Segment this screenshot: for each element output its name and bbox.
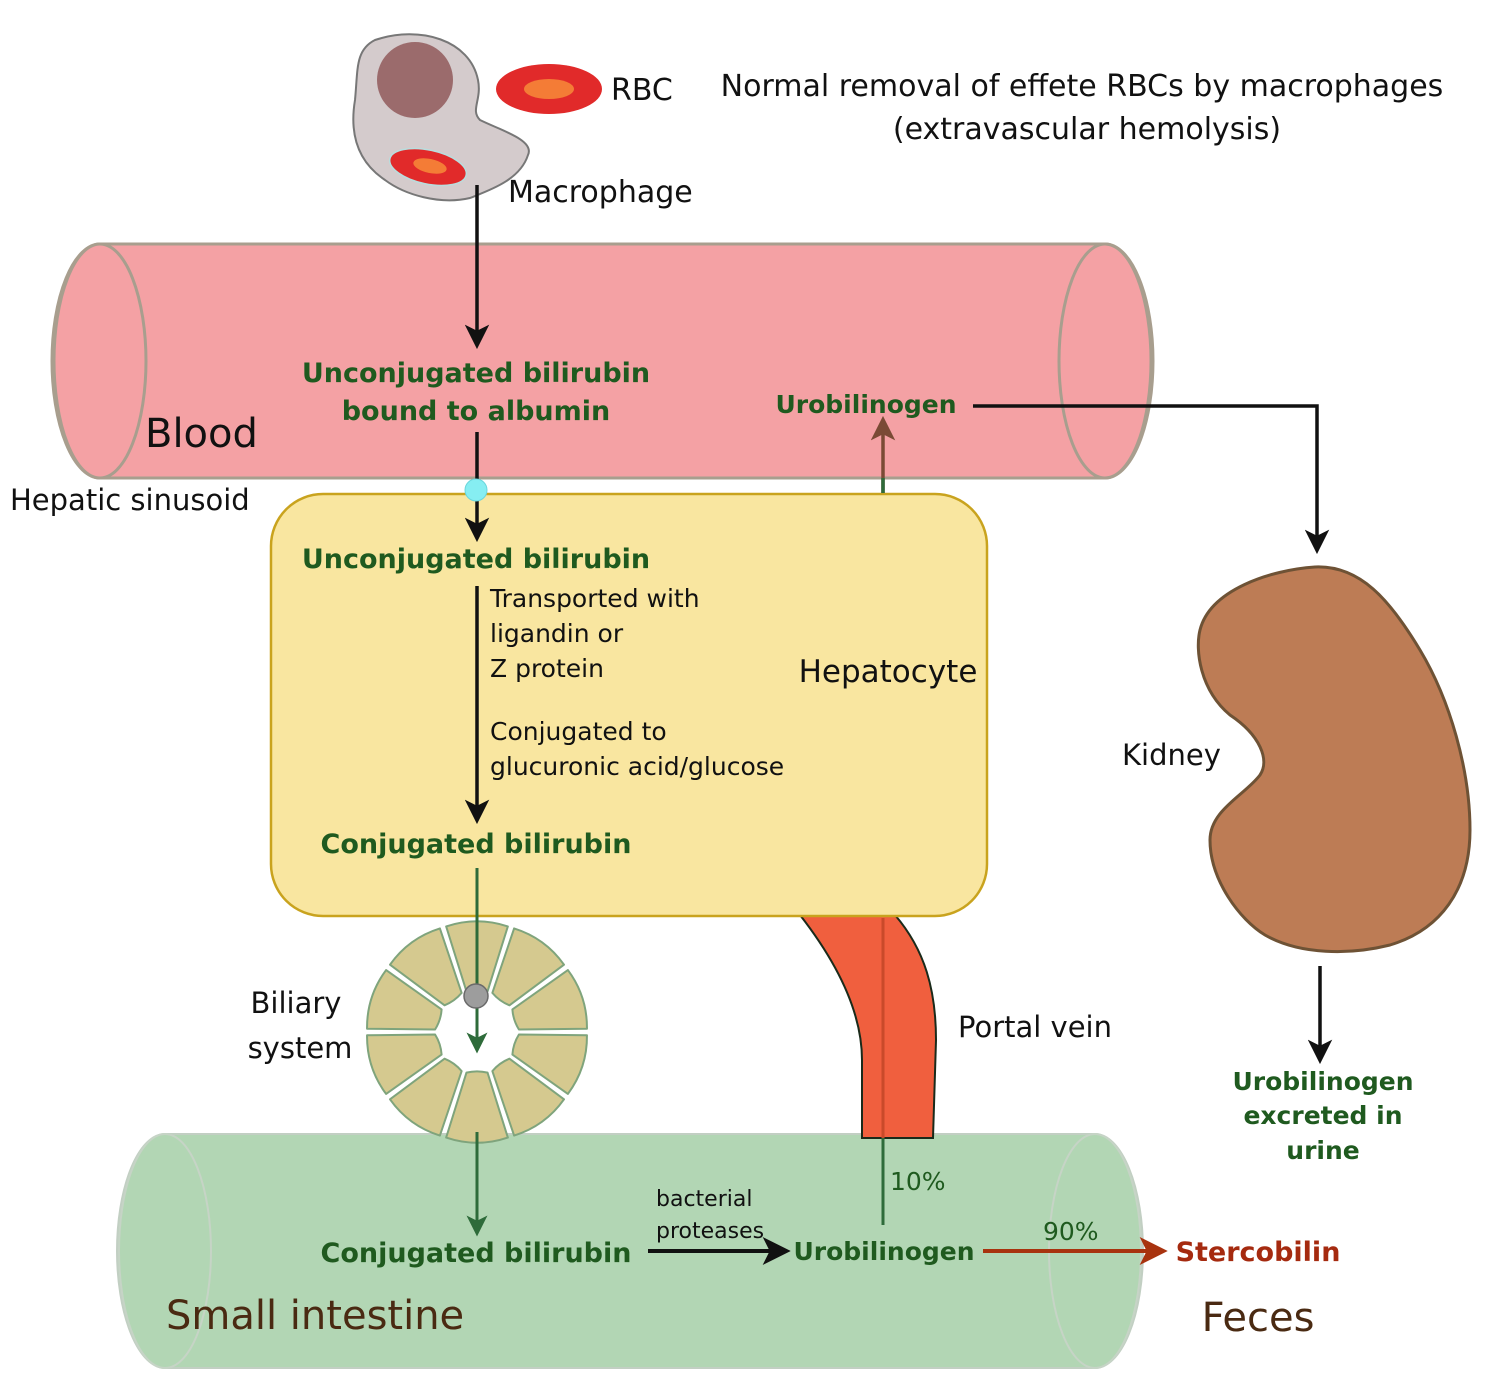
rbc-cell xyxy=(496,64,602,114)
feces-label: Feces xyxy=(1202,1295,1315,1341)
transport-step-line-1: Transported with xyxy=(489,584,700,613)
biliary-label-line-2: system xyxy=(248,1031,353,1065)
hepatocyte-cell xyxy=(269,492,989,918)
portal-vein xyxy=(797,914,938,1139)
small-intestine-label: Small intestine xyxy=(166,1293,464,1339)
biliary-epithelial-cell xyxy=(491,1057,566,1137)
transport-step-line-2: ligandin or xyxy=(490,619,624,648)
rbc-label: RBC xyxy=(611,73,673,108)
biliary-ring xyxy=(366,920,588,1144)
title-line-1: Normal removal of effete RBCs by macroph… xyxy=(721,69,1444,104)
biliary-epithelial-cell xyxy=(511,1033,588,1095)
vessel-right-opening xyxy=(1057,242,1153,480)
biliary-epithelial-cell xyxy=(491,927,566,1007)
bacterial-line-2: proteases xyxy=(656,1219,764,1244)
macrophage-cell xyxy=(352,33,530,202)
bacterial-line-1: bacterial xyxy=(656,1187,752,1212)
hepatic-sinusoid-label: Hepatic sinusoid xyxy=(10,483,250,517)
unconjugated-albumin-line-1: Unconjugated bilirubin xyxy=(302,358,650,389)
conjugate-step-line-2: glucuronic acid/glucose xyxy=(490,752,784,781)
arrow-blood-to-kidney xyxy=(973,404,1330,555)
biliary-epithelial-cell xyxy=(366,1033,443,1095)
biliary-epithelial-cell xyxy=(388,1057,463,1137)
small-intestine xyxy=(116,1133,1144,1369)
blood-label: Blood xyxy=(145,411,258,457)
hepatocyte-label: Hepatocyte xyxy=(799,654,978,690)
biliary-label-line-1: Biliary xyxy=(251,986,342,1020)
kidney-label: Kidney xyxy=(1122,738,1221,772)
conjugated-hepatocyte-label: Conjugated bilirubin xyxy=(321,829,632,860)
urobilinogen-intestine-label: Urobilinogen xyxy=(793,1237,974,1266)
urine-line-2: excreted in xyxy=(1243,1101,1402,1130)
unconjugated-albumin-line-2: bound to albumin xyxy=(342,396,611,427)
unconjugated-hepatocyte-label: Unconjugated bilirubin xyxy=(302,544,650,575)
biliary-epithelial-cell xyxy=(445,1070,509,1144)
title-line-2: (extravascular hemolysis) xyxy=(893,112,1281,147)
urine-line-1: Urobilinogen xyxy=(1232,1067,1413,1096)
pct-portal-label: 10% xyxy=(890,1167,946,1196)
conjugated-intestine-label: Conjugated bilirubin xyxy=(321,1238,632,1269)
transporter-channel xyxy=(464,478,488,502)
biliary-epithelial-cell xyxy=(366,969,443,1031)
kidney-shape xyxy=(1196,565,1472,954)
vessel-left-opening xyxy=(52,242,148,480)
transport-step-line-3: Z protein xyxy=(490,654,604,683)
pct-stercobilin-label: 90% xyxy=(1043,1217,1099,1246)
macrophage-nucleus xyxy=(377,42,453,118)
macrophage-label: Macrophage xyxy=(508,175,693,210)
portal-vein-label: Portal vein xyxy=(958,1010,1112,1044)
conjugate-step-line-1: Conjugated to xyxy=(490,717,667,746)
urine-line-3: urine xyxy=(1286,1136,1359,1165)
bile-canaliculus-transporter xyxy=(463,983,489,1009)
urobilinogen-blood-label: Urobilinogen xyxy=(775,390,956,419)
biliary-epithelial-cell xyxy=(388,927,463,1007)
biliary-epithelial-cell xyxy=(511,969,588,1031)
stercobilin-label: Stercobilin xyxy=(1176,1237,1341,1268)
